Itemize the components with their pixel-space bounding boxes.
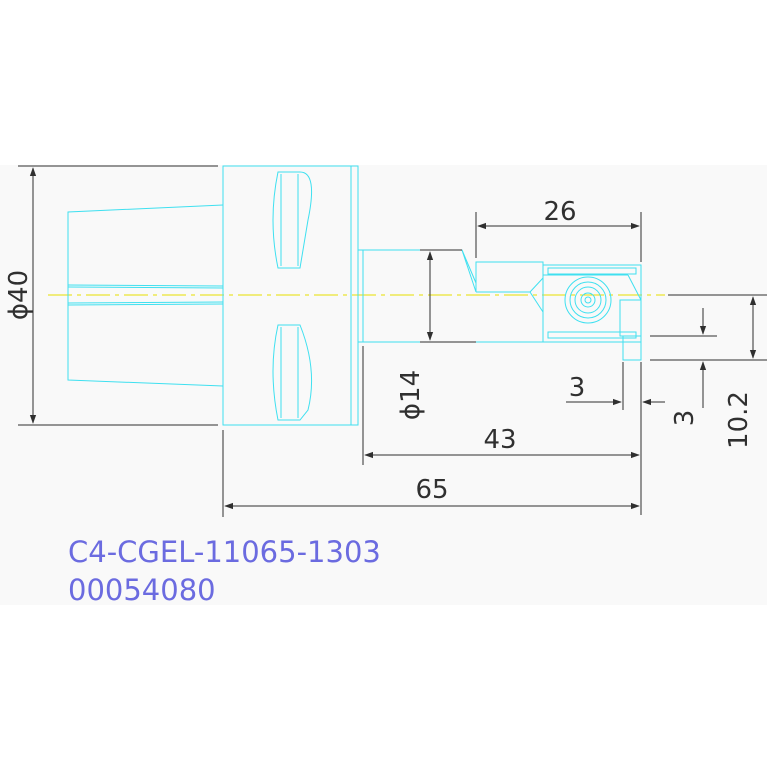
dim-26-text: 26 [543, 197, 576, 227]
dim-10-2-text: 10.2 [724, 391, 754, 449]
dim-3h-text: 3 [569, 373, 586, 403]
part-number-label: 00054080 [68, 573, 216, 607]
dim-3v-text: 3 [670, 410, 700, 427]
clamp-screw [564, 276, 612, 324]
drive-slot-top [272, 171, 313, 269]
shank-taper [67, 204, 224, 387]
dim-43-text: 43 [483, 425, 516, 455]
dim-d14-text: ϕ14 [396, 370, 426, 420]
drawing-panel [0, 165, 767, 605]
part-code-label: C4-CGEL-11065-1303 [68, 535, 381, 569]
dim-65-text: 65 [415, 475, 448, 505]
drive-slot-bottom [272, 324, 313, 421]
dimension-lines [18, 165, 767, 517]
dim-d40-text: ϕ40 [4, 270, 34, 320]
